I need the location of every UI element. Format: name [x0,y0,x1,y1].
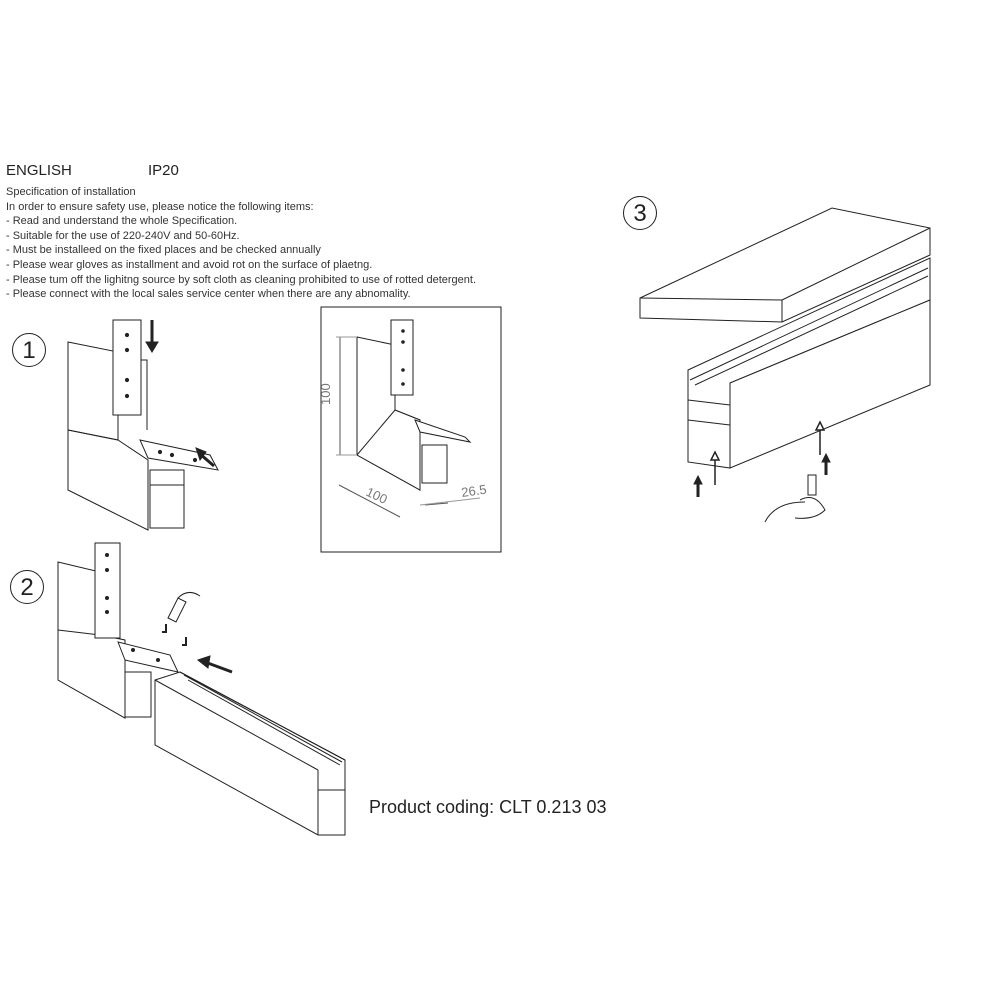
specification-text: Specification of installation In order t… [6,185,476,302]
language-label: ENGLISH [6,162,72,179]
spec-item: - Suitable for the use of 220-240V and 5… [6,229,240,242]
spec-item: - Please wear gloves as installment and … [6,258,373,271]
spec-item: - Please connect with the local sales se… [6,288,411,301]
step2-connection-illustration [57,542,346,836]
product-coding: Product coding: CLT 0.213 03 [369,797,607,817]
step-2-number: 2 [10,570,44,604]
spec-intro: In order to ensure safety use, please no… [6,200,314,213]
step1-corner-illustration [67,319,219,531]
spec-item: - Please tum off the lighitng source by … [6,273,477,286]
spec-title: Specification of installation [6,186,136,198]
step3-mounting-illustration [639,207,931,523]
step-3-number: 3 [623,196,657,230]
dim-width: 100 [364,484,390,507]
spec-item: - Must be installeed on the fixed places… [6,244,321,257]
dimensions-diagram [320,306,502,553]
dim-depth: 26.5 [460,482,487,500]
step-1-number: 1 [12,333,46,367]
dim-height: 100 [318,383,333,405]
spec-item: - Read and understand the whole Specific… [6,215,238,228]
ip-rating: IP20 [148,162,179,179]
